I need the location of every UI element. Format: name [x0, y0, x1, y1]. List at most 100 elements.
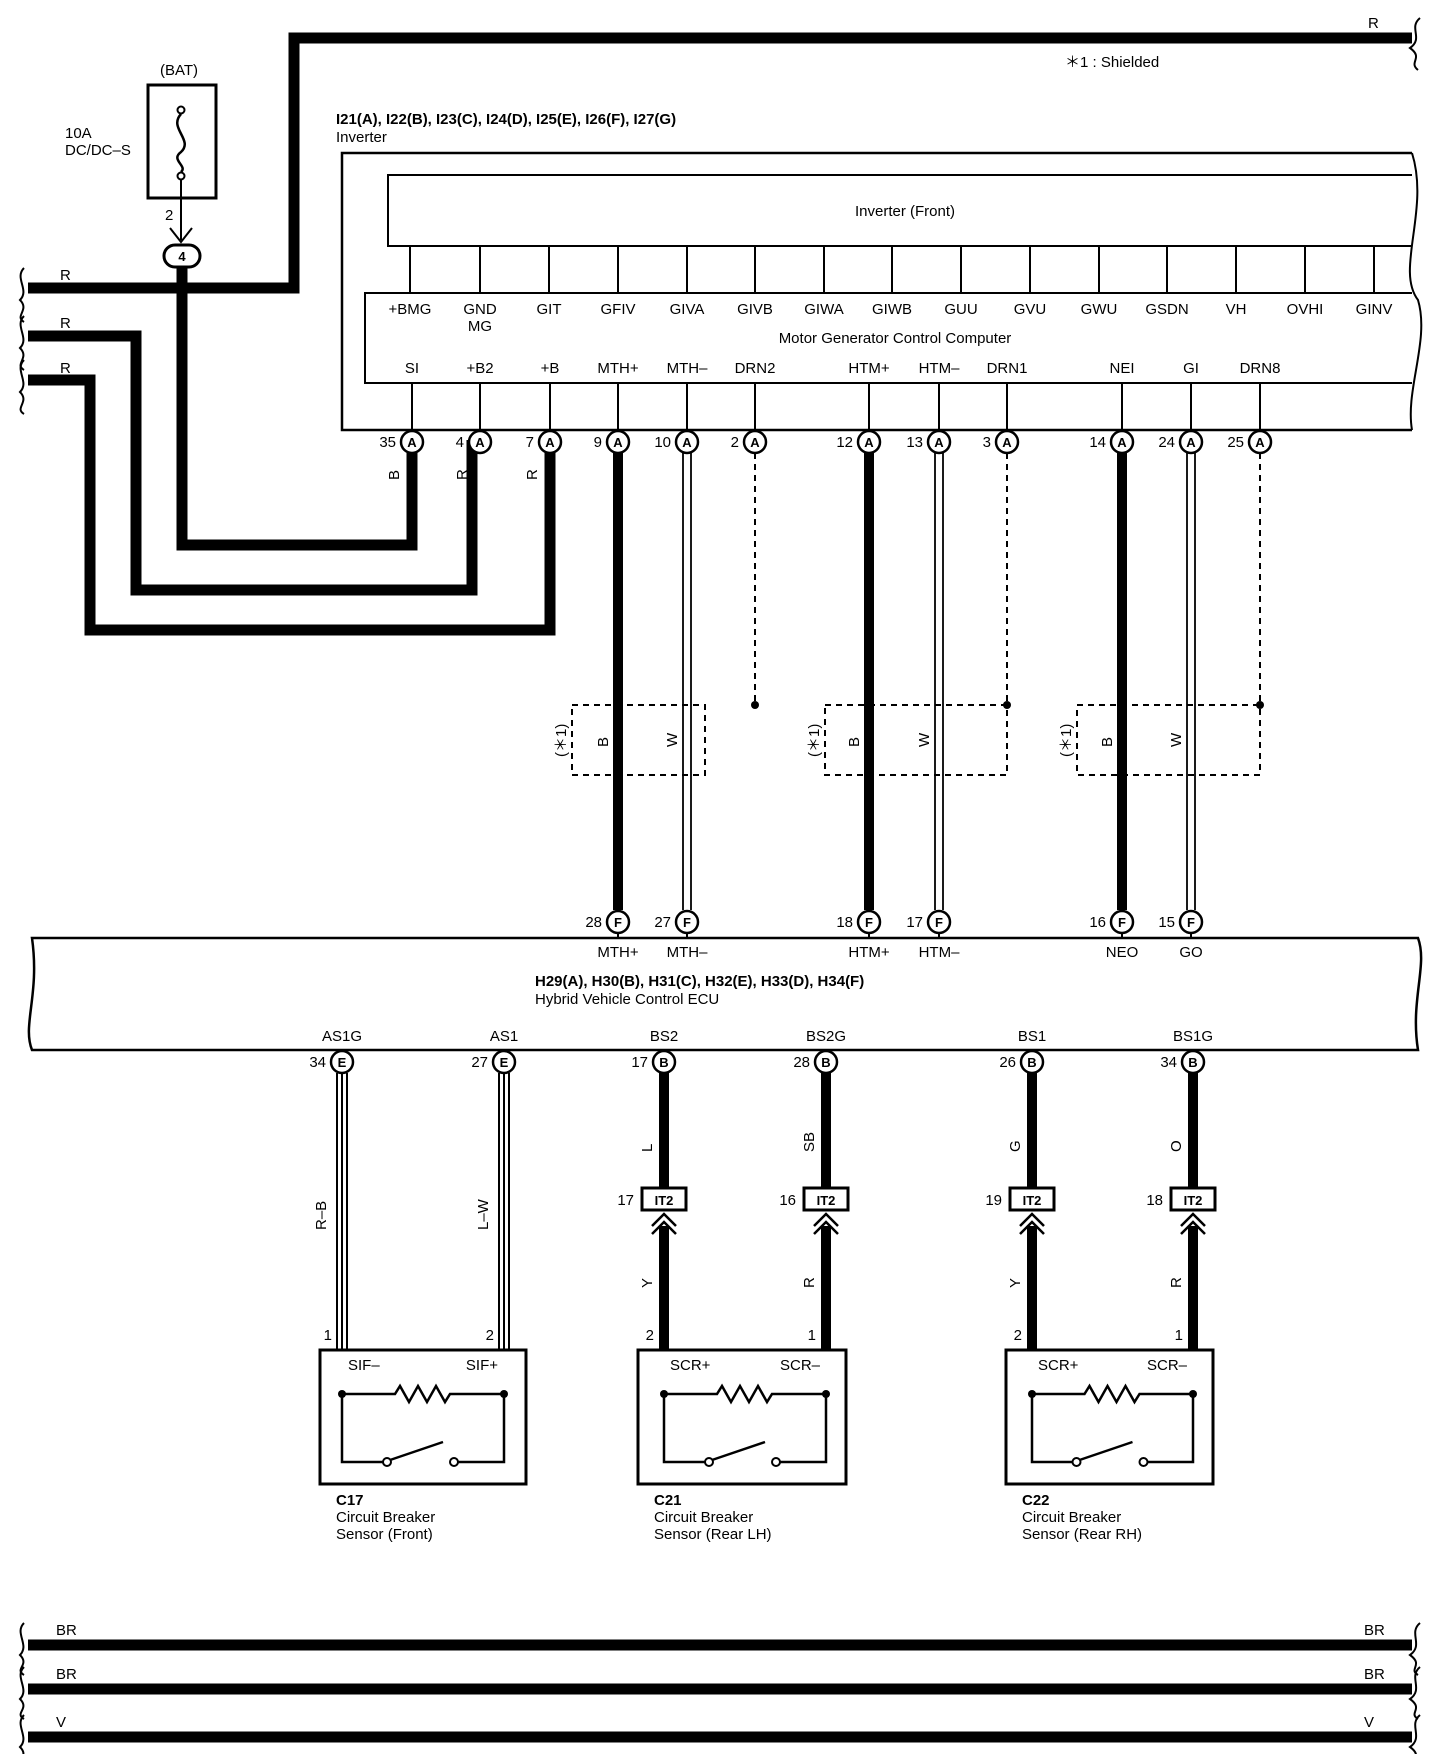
- bottom-terminal-6: HTM+: [848, 360, 889, 377]
- ecu-top-terminal-3: HTM–: [919, 944, 960, 961]
- pin-connector-9: A: [1117, 435, 1127, 450]
- ecu-name: Hybrid Vehicle Control ECU: [535, 991, 719, 1008]
- ecu-top-pin-4: 16: [1089, 914, 1106, 931]
- shield-tag-0: (＊1): [553, 724, 570, 757]
- ecu-top-circle-3: [926, 909, 952, 935]
- pin-connector-1: A: [475, 435, 485, 450]
- sensor-switch-left-1: [662, 1394, 705, 1464]
- bottom-terminal-9: NEI: [1109, 360, 1134, 377]
- supply-color-1: B: [386, 470, 403, 480]
- sensor-line2-0: Sensor (Front): [336, 1526, 433, 1543]
- left-wire-2: R: [60, 315, 71, 332]
- sensor-switch-left-0: [340, 1394, 383, 1464]
- pin-connector-6: A: [864, 435, 874, 450]
- ecu-bottom-terminal-2: BS2: [650, 1028, 678, 1045]
- supply-color-3: R: [524, 469, 541, 480]
- gnd-sub-label: MG: [468, 318, 492, 335]
- sensor-switch-right-2: [1147, 1394, 1195, 1464]
- sensor-pin-right-2: 1: [1175, 1327, 1183, 1344]
- fuse-pin: 2: [165, 207, 173, 224]
- shield-b-label-0: B: [595, 737, 612, 747]
- sensor-switch-left-2: [1030, 1394, 1073, 1464]
- ecu-top-connector-1: F: [683, 915, 691, 930]
- junction-4: 4: [178, 249, 186, 264]
- pin-number-10: 24: [1158, 434, 1175, 451]
- sensor-term-left-2: SCR+: [1038, 1357, 1079, 1374]
- it2-arrow-2: [1019, 1212, 1045, 1235]
- switch-contact-a-2: [1071, 1457, 1082, 1467]
- shield-tag-2: (＊1): [1058, 724, 1075, 757]
- shielded-note: ＊1 : Shielded: [1065, 54, 1159, 71]
- top-terminal-1: GND: [463, 301, 497, 318]
- pin-number-6: 12: [836, 434, 853, 451]
- inverter-front-label: Inverter (Front): [855, 203, 955, 220]
- ecu-block: H29(A), H30(B), H31(C), H32(E), H33(D), …: [27, 936, 1423, 1052]
- it2-pin-3: 18: [1146, 1192, 1163, 1209]
- sensor-line1-0: Circuit Breaker: [336, 1509, 435, 1526]
- pin-connector-10: A: [1186, 435, 1196, 450]
- ecu-top-connector-4: F: [1118, 915, 1126, 930]
- sensor-pin-right-1: 1: [808, 1327, 816, 1344]
- switch-blade-2: [1079, 1440, 1133, 1462]
- ecu-bottom-connector-0: E: [338, 1055, 347, 1070]
- ecu-bottom-terminal-0: AS1G: [322, 1028, 362, 1045]
- lower-color-0: Y: [639, 1278, 656, 1288]
- shield-w-label-2: W: [1168, 732, 1185, 747]
- bottom-terminal-4: MTH–: [667, 360, 708, 377]
- bottom-terminal-8: DRN1: [987, 360, 1028, 377]
- pin-circle-2: [537, 429, 563, 455]
- ecu-top-connector-0: F: [614, 915, 622, 930]
- switch-contact-b-1: [771, 1457, 781, 1467]
- sensor-term-right-2: SCR–: [1147, 1357, 1188, 1374]
- ecu-bottom-connector-4: B: [1027, 1055, 1036, 1070]
- shield-b-label-1: B: [846, 737, 863, 747]
- upper-color-2: L: [639, 1144, 656, 1152]
- ecu-top-pin-0: 28: [585, 914, 602, 931]
- switch-contact-a-0: [382, 1457, 392, 1467]
- bottom-terminal-0: SI: [405, 360, 419, 377]
- ecu-bottom-connector-1: E: [500, 1055, 509, 1070]
- ecu-bottom-connector-2: B: [659, 1055, 668, 1070]
- upper-color-5: O: [1168, 1140, 1185, 1152]
- ecu-top-circle-5: [1178, 909, 1204, 935]
- it2-label-3: IT2: [1184, 1193, 1203, 1208]
- shield-w-label-1: W: [916, 732, 933, 747]
- bottom-terminal-10: GI: [1183, 360, 1199, 377]
- ecu-top-circle-0: [605, 909, 631, 935]
- ecu-top-connector-3: F: [935, 915, 943, 930]
- top-wire-color: R: [1368, 15, 1379, 32]
- pin-connector-5: A: [750, 435, 760, 450]
- pin-connector-4: A: [682, 435, 692, 450]
- upper-color-0: R–B: [313, 1201, 330, 1230]
- shield-b-label-2: B: [1099, 737, 1116, 747]
- it2-box-3: [1169, 1186, 1217, 1212]
- shielded-pair-2: (＊1) B W: [1058, 453, 1264, 910]
- it2-pin-2: 19: [985, 1192, 1002, 1209]
- ecu-bottom-terminal-3: BS2G: [806, 1028, 846, 1045]
- bottom-terminal-11: DRN8: [1240, 360, 1281, 377]
- ecu-top-terminal-0: MTH+: [597, 944, 638, 961]
- top-terminal-7: GIWB: [872, 301, 912, 318]
- top-terminal-11: GSDN: [1145, 301, 1188, 318]
- bus-label-right-0: BR: [1364, 1622, 1385, 1639]
- sensor-line2-1: Sensor (Rear LH): [654, 1526, 772, 1543]
- ecu-bottom-pin-3: 28: [793, 1054, 810, 1071]
- pin-circle-7: [926, 429, 952, 455]
- bus-label-right-2: V: [1364, 1714, 1374, 1731]
- it2-box-0: [640, 1186, 688, 1212]
- pin-connector-0: A: [407, 435, 417, 450]
- pin-connector-2: A: [545, 435, 555, 450]
- pin-number-3: 9: [594, 434, 602, 451]
- ecu-top-connector-5: F: [1187, 915, 1195, 930]
- ecu-bottom-pin-5: 34: [1160, 1054, 1177, 1071]
- supply-color-2: R: [454, 469, 471, 480]
- bus-break-left-1: [18, 1666, 25, 1720]
- shield-box-2: [1076, 704, 1261, 776]
